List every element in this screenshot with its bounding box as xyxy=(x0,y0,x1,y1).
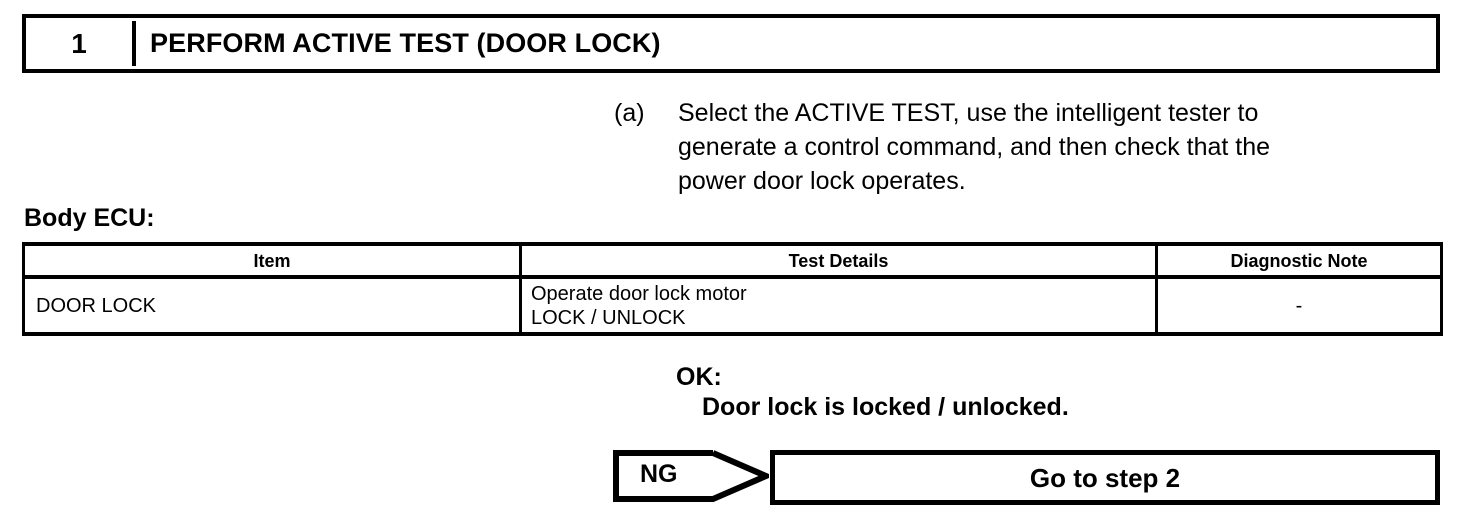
goto-step-text: Go to step 2 xyxy=(1029,462,1181,493)
ng-arrow-shape xyxy=(613,450,769,502)
ng-label: NG xyxy=(640,460,678,488)
column-header-test-details: Test Details xyxy=(519,242,1158,278)
section-label-body-ecu: Body ECU: xyxy=(24,204,155,232)
active-test-table: Item Test Details Diagnostic Note DOOR L… xyxy=(22,242,1443,336)
instruction-marker: (a) xyxy=(614,99,645,127)
table-row: DOOR LOCK Operate door lock motor LOCK /… xyxy=(22,275,1443,336)
step-title-cell: PERFORM ACTIVE TEST (DOOR LOCK) xyxy=(136,18,1436,69)
instruction-line: Select the ACTIVE TEST, use the intellig… xyxy=(678,99,1259,127)
step-number-cell: 1 xyxy=(26,18,132,69)
step-header-divider xyxy=(132,21,136,66)
step-header-bar: 1 PERFORM ACTIVE TEST (DOOR LOCK) xyxy=(22,14,1440,73)
result-ok-label: OK: xyxy=(676,363,722,391)
instruction-line: generate a control command, and then che… xyxy=(678,133,1271,161)
instruction-line: power door lock operates. xyxy=(678,167,966,195)
table-header-row: Item Test Details Diagnostic Note xyxy=(22,242,1443,278)
result-ok-block: OK: Door lock is locked / unlocked. xyxy=(676,362,1069,422)
column-header-diagnostic-note: Diagnostic Note xyxy=(1155,242,1443,278)
instruction-paragraph: (a) Select the ACTIVE TEST, use the inte… xyxy=(614,96,1408,198)
test-detail-line: LOCK / UNLOCK xyxy=(531,306,686,329)
step-number: 1 xyxy=(71,27,87,59)
cell-diagnostic-note: - xyxy=(1155,275,1443,336)
step-title: PERFORM ACTIVE TEST (DOOR LOCK) xyxy=(150,28,661,58)
cell-test-details: Operate door lock motor LOCK / UNLOCK xyxy=(519,275,1158,336)
result-ok-text: Door lock is locked / unlocked. xyxy=(702,393,1069,421)
cell-item: DOOR LOCK xyxy=(22,275,522,336)
instruction-body: Select the ACTIVE TEST, use the intellig… xyxy=(678,96,1408,198)
goto-step-box[interactable]: Go to step 2 xyxy=(770,450,1440,505)
test-detail-line: Operate door lock motor xyxy=(531,282,747,305)
column-header-item: Item xyxy=(22,242,522,278)
